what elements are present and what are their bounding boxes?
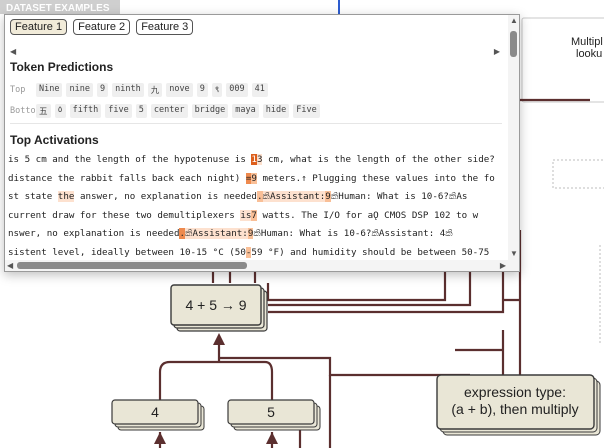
token-predictions-title: Token Predictions (10, 60, 114, 74)
horizontal-scrollbar[interactable]: ◀ ▶ (5, 260, 508, 271)
activation-text: cm, what is the length of the other side… (262, 154, 495, 165)
activation-token-highlight: 9 (251, 172, 257, 184)
top-token-chip: ninth (112, 83, 144, 97)
activation-token-highlight: . (256, 191, 263, 202)
top-token-chip: 九 (147, 83, 163, 97)
top-label: Top (10, 85, 26, 95)
tabs-scrollbar[interactable]: ◀ ▶ (10, 48, 500, 56)
top-token-chip: nove (166, 83, 193, 97)
activation-text: distance the rabbit falls back each nigh… (8, 172, 246, 184)
expression-type-node[interactable]: expression type: (a + b), then multiply (436, 374, 601, 436)
tab-feature-2[interactable]: Feature 2 (73, 19, 131, 35)
vertical-scroll-thumb[interactable] (510, 31, 517, 57)
activation-text: watts. The I/O for aǪ CMOS DSP 102 to w (256, 209, 479, 221)
result-node-label: 4 + 5 → 9 (185, 297, 246, 313)
activation-text: 59 °F) and humidity should be between 50… (251, 246, 490, 258)
bottom-token-chip: five (105, 104, 132, 118)
top-token-chip: 9 (196, 83, 208, 97)
activation-example: is 5 cm and the length of the hypotenuse… (8, 153, 495, 167)
bottom-token-chip: fifth (69, 104, 102, 118)
arrowhead-operand-b (266, 432, 278, 444)
bottom-token-chip: center (150, 104, 188, 118)
tab-feature-3[interactable]: Feature 3 (136, 19, 194, 35)
bottom-token-chip: 5 (135, 104, 147, 118)
box-line-1: Multipl (571, 36, 603, 48)
hscroll-right-arrow-icon[interactable]: ▶ (499, 261, 506, 270)
top-token-chip: 009 (226, 83, 248, 97)
scroll-left-arrow-icon[interactable]: ◀ (10, 47, 17, 56)
top-token-chip: nine (66, 83, 93, 97)
tab-feature-1[interactable]: Feature 1 (10, 19, 68, 35)
top-token-chip: 41 (251, 83, 268, 97)
activation-text: is 5 cm and the length of the hypotenuse… (8, 154, 252, 165)
background-feature-box[interactable]: Multipl looku (521, 17, 604, 103)
bottom-token-chip: hide (262, 104, 290, 118)
activation-token-highlight: the (57, 191, 75, 202)
top-token-chip: 9 (96, 83, 109, 97)
bottom-token-chip: maya (232, 104, 259, 118)
popup-content: Feature 1 Feature 2 Feature 3 ◀ ▶ Token … (5, 15, 508, 260)
activation-text: st state (8, 191, 58, 202)
activation-token-highlight: - (245, 246, 252, 258)
activation-example: st state the answer, no explanation is n… (8, 190, 467, 204)
activation-token-highlight: is (240, 209, 252, 221)
activation-example: current draw for these two demultiplexer… (8, 209, 478, 223)
activation-token-highlight: කිAssistant: (185, 228, 248, 239)
activation-token-highlight: 1 (251, 154, 257, 165)
activation-token-highlight: 3 (256, 154, 263, 165)
vertical-scrollbar[interactable]: ▲ ▼ (508, 15, 519, 271)
activation-token-highlight: කිAssistant: (262, 191, 326, 202)
activation-example: sistent level, ideally between 10-15 °C … (8, 246, 489, 260)
dotted-box (552, 159, 604, 189)
activation-text: sistent level, ideally between 10-15 °C … (8, 246, 246, 258)
result-node[interactable]: 4 + 5 → 9 (170, 284, 268, 332)
bottom-token-chip: ٥ (54, 104, 66, 118)
operand-node-a[interactable]: 4 (111, 399, 205, 431)
expression-type-line-1: expression type: (464, 384, 566, 400)
expression-type-line-2: (a + b), then multiply (451, 401, 578, 417)
operand-node-b[interactable]: 5 (227, 399, 321, 431)
activation-token-highlight: . (179, 228, 186, 239)
scroll-down-arrow-icon[interactable]: ▼ (510, 249, 518, 258)
top-activations-title: Top Activations (10, 133, 99, 147)
section-divider (10, 123, 502, 124)
activation-text: meters.↑ Plugging these values into the … (256, 172, 495, 184)
activation-text: answer, no explanation is needed (74, 191, 257, 202)
feature-popup[interactable]: Feature 1 Feature 2 Feature 3 ◀ ▶ Token … (4, 14, 520, 272)
activation-text: nswer, no explanation is needed (8, 228, 180, 239)
operand-a-label: 4 (151, 404, 159, 420)
activation-text: කිHuman: What is 10-6?කිAs (330, 191, 468, 202)
section-header-text: DATASET EXAMPLES (6, 3, 110, 14)
scroll-up-arrow-icon[interactable]: ▲ (510, 16, 518, 25)
activation-text: current draw for these two demultiplexer… (8, 209, 241, 221)
activation-example: distance the rabbit falls back each nigh… (8, 172, 495, 186)
activation-token-highlight: 9 (325, 191, 331, 202)
hscroll-left-arrow-icon[interactable]: ◀ (7, 261, 14, 270)
horizontal-scroll-thumb[interactable] (17, 262, 247, 269)
arrowhead-result (213, 333, 225, 345)
bottom-token-chip: Five (293, 104, 320, 118)
activation-example: nswer, no explanation is needed.කිAssist… (8, 227, 453, 241)
operand-b-label: 5 (267, 404, 275, 420)
scroll-right-arrow-icon[interactable]: ▶ (493, 47, 500, 56)
bottom-label: Bottom (10, 106, 41, 116)
activation-text: කිHuman: What is 10-6?කිAssistant: 4කි (253, 228, 453, 239)
activation-token-highlight: 7 (251, 209, 257, 221)
bottom-token-chip: bridge (191, 104, 229, 118)
activation-token-highlight: 9 (247, 228, 254, 239)
activation-token-highlight: = (245, 172, 252, 184)
arrowhead-operand-a (154, 432, 166, 444)
section-header-bar (0, 0, 120, 14)
box-line-2: looku (576, 48, 602, 60)
feature-tabs: Feature 1 Feature 2 Feature 3 (10, 19, 194, 35)
bottom-token-chip: 五 (36, 104, 51, 118)
top-token-chip: Nine (36, 83, 63, 97)
top-token-chip: ९ (211, 83, 223, 97)
